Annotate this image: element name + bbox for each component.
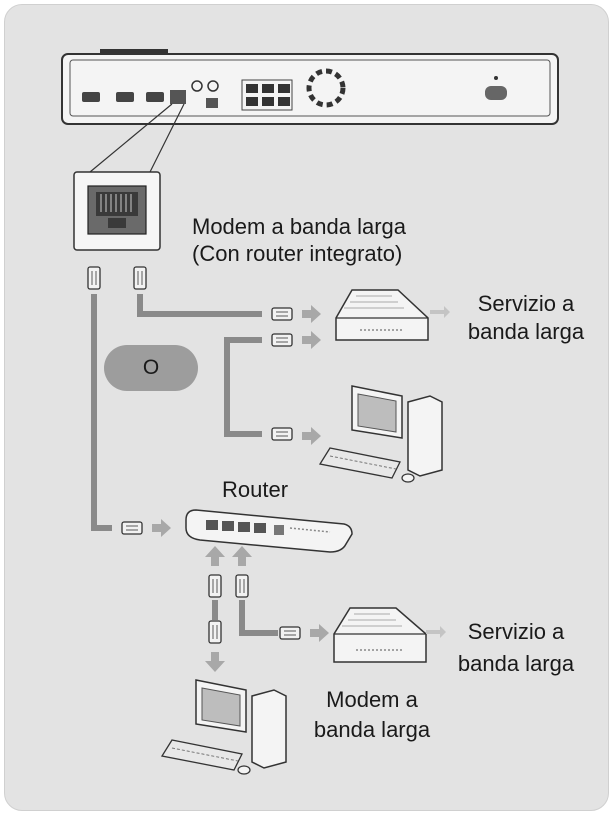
- cables: [91, 294, 278, 636]
- broadband-service-bottom-label-line1: Servizio a: [467, 619, 565, 644]
- modem-integrated-router-label-line2: (Con router integrato): [192, 241, 403, 266]
- direction-arrows: [152, 305, 329, 672]
- diagram-panel: [4, 4, 609, 811]
- lan-port-zoom: [73, 171, 161, 251]
- broadband-modem-bottom-label-line2: banda larga: [313, 717, 431, 742]
- broadband-service-bottom-label-line2: banda larga: [457, 651, 575, 676]
- router-device: [185, 509, 353, 553]
- modem-integrated-router-label-line1: Modem a banda larga: [192, 214, 407, 239]
- router-label: Router: [222, 477, 289, 502]
- or-badge: O: [104, 345, 198, 391]
- computer-top: [318, 385, 443, 483]
- computer-bottom: [160, 679, 287, 775]
- broadband-service-top-label-line1: Servizio a: [477, 291, 575, 316]
- broadband-modem-top: [335, 289, 429, 341]
- broadband-modem-bottom: [333, 607, 427, 663]
- cable-plugs: [87, 266, 301, 644]
- broadband-modem-bottom-label-line1: Modem a: [326, 687, 418, 712]
- broadband-service-top-label-line2: banda larga: [467, 319, 585, 344]
- player-back-panel: [61, 49, 559, 125]
